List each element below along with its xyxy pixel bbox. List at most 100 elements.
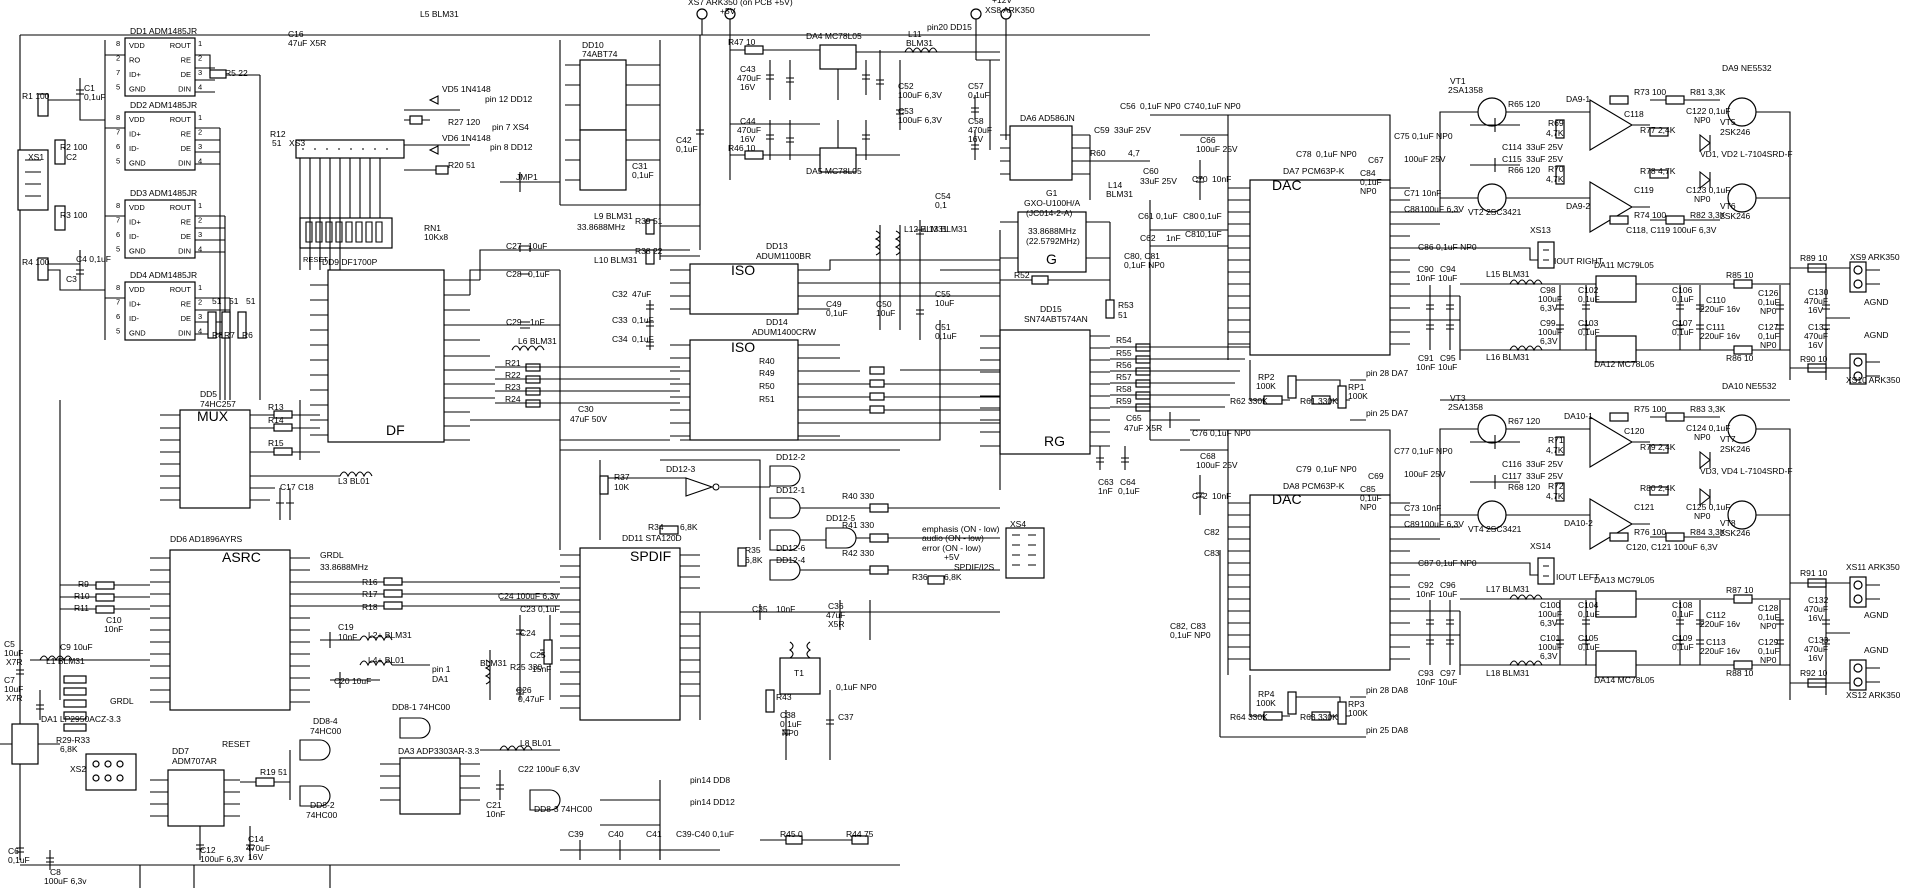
schematic-label: DD8-2 bbox=[310, 800, 335, 810]
regulators-right bbox=[1426, 261, 1880, 385]
schematic-label: 0,1uF bbox=[528, 269, 550, 279]
schematic-label: C32 bbox=[612, 289, 628, 299]
schematic-label: L11 bbox=[908, 29, 922, 39]
schematic-label: X5R bbox=[828, 619, 845, 629]
schematic-label: C57 bbox=[968, 81, 984, 91]
schematic-label: 0,1uF bbox=[1672, 294, 1694, 304]
schematic-label: C72 bbox=[1192, 491, 1208, 501]
oscillator-g1 bbox=[1000, 211, 1115, 319]
schematic-label: RESET bbox=[303, 255, 328, 264]
schematic-label: R47 10 bbox=[728, 37, 756, 47]
schematic-label: pin 25 DA8 bbox=[1366, 725, 1408, 735]
schematic-label: C90 bbox=[1418, 264, 1434, 274]
schematic-label: VT7 bbox=[1720, 434, 1736, 444]
schematic-label: 100K bbox=[1348, 391, 1368, 401]
pin-label: VDD bbox=[129, 203, 145, 212]
schematic-label: 0,1uF bbox=[1672, 327, 1694, 337]
schematic-label: 470uF bbox=[1804, 296, 1828, 306]
schematic-label: NP0 bbox=[1694, 511, 1711, 521]
chip-ref: DD3 ADM1485JR bbox=[130, 188, 197, 198]
pin-label: ID- bbox=[129, 314, 140, 323]
schematic-label: 33.8688MHz bbox=[320, 562, 368, 572]
schematic-label: C35 bbox=[752, 604, 768, 614]
schematic-label: 47uF X5R bbox=[1124, 423, 1162, 433]
schematic-label: R18 bbox=[362, 602, 378, 612]
schematic-label: DA10-2 bbox=[1564, 518, 1593, 528]
schematic-label: DA8 PCM63P-K bbox=[1283, 481, 1345, 491]
schematic-label: R16 bbox=[362, 577, 378, 587]
schematic-label: C78 bbox=[1296, 149, 1312, 159]
schematic-label: 0,1uF bbox=[1200, 211, 1222, 221]
schematic-label: C49 bbox=[826, 299, 842, 309]
schematic-label: R2 100 bbox=[60, 142, 88, 152]
schematic-label: (JC014-2-A) bbox=[1026, 208, 1072, 218]
schematic-label: DD11 STA120D bbox=[622, 533, 682, 543]
schematic-label: pin 28 DA8 bbox=[1366, 685, 1408, 695]
schematic-label: C54 bbox=[935, 191, 951, 201]
schematic-label: C99 bbox=[1540, 318, 1556, 328]
schematic-label: C52 bbox=[898, 81, 914, 91]
schematic-label: pin 8 DD12 bbox=[490, 142, 533, 152]
schematic-label: C53 bbox=[898, 106, 914, 116]
schematic-label: RG bbox=[1044, 433, 1065, 449]
schematic-label: XS10 ARK350 bbox=[1846, 375, 1901, 385]
schematic-label: C114 bbox=[1502, 142, 1522, 152]
pin-number: 1 bbox=[198, 39, 202, 48]
schematic-label: C4 0,1uF bbox=[76, 254, 111, 264]
schematic-label: R71 bbox=[1548, 435, 1564, 445]
schematic-label: 0,1uF bbox=[84, 92, 106, 102]
schematic-label: DD13 bbox=[766, 241, 788, 251]
schematic-label: C20 10uF bbox=[334, 676, 371, 686]
schematic-label: L9 BLM31 bbox=[594, 211, 633, 221]
schematic-label: C61 bbox=[1138, 211, 1154, 221]
schematic-label: 47uF bbox=[826, 610, 845, 620]
schematic-label: R90 10 bbox=[1800, 354, 1828, 364]
schematic-label: 0,1uF bbox=[780, 719, 802, 729]
schematic-label: C51 bbox=[935, 322, 951, 332]
schematic-label: C21 bbox=[486, 800, 502, 810]
schematic-label: R23 bbox=[505, 382, 521, 392]
schematic-label: ADM707AR bbox=[172, 756, 217, 766]
schematic-label: R37 bbox=[614, 472, 630, 482]
pin-label: GND bbox=[129, 247, 146, 256]
logic-gates-dd12 bbox=[599, 459, 1045, 585]
schematic-label: L13 BLM31 bbox=[924, 224, 968, 234]
schematic-label: 0,1uF bbox=[8, 855, 30, 865]
schematic-label: C124 0,1uF bbox=[1686, 423, 1730, 433]
schematic-label: 74HC00 bbox=[310, 726, 341, 736]
schematic-label: XS14 bbox=[1530, 541, 1551, 551]
schematic-label: R53 bbox=[1118, 300, 1134, 310]
schematic-label: 0,1uF NP0 bbox=[1200, 101, 1241, 111]
spdif-receiver-sta120 bbox=[484, 547, 1000, 760]
schematic-label: L4+ BL01 bbox=[368, 655, 405, 665]
schematic-label: VT6 bbox=[1720, 201, 1736, 211]
schematic-label: 0,1uF bbox=[1578, 294, 1600, 304]
schematic-label: C22 100uF 6,3V bbox=[518, 764, 580, 774]
schematic-label: C38 bbox=[780, 710, 796, 720]
schematic-label: R46 10 bbox=[728, 143, 756, 153]
reset-supervisor bbox=[16, 717, 900, 888]
schematic-label: C97 bbox=[1440, 668, 1456, 678]
schematic-label: 0,1uF NP0 bbox=[836, 682, 877, 692]
schematic-label: XS7 ARK350 (on PCB +5V) bbox=[688, 0, 793, 7]
pin-label: RE bbox=[181, 56, 191, 65]
schematic-label: R43 bbox=[776, 692, 792, 702]
schematic-label: 2SK246 bbox=[1720, 211, 1751, 221]
schematic-label: C120, C121 100uF 6,3V bbox=[1626, 542, 1718, 552]
schematic-label: C81 bbox=[1185, 229, 1201, 239]
schematic-label: X7R bbox=[6, 693, 23, 703]
schematic-label: C115 bbox=[1502, 154, 1522, 164]
schematic-label: DA11 MC79L05 bbox=[1594, 260, 1654, 270]
schematic-label: DA4 MC78L05 bbox=[806, 31, 862, 41]
schematic-label: DD7 bbox=[172, 746, 189, 756]
schematic-label: DA14 MC78L05 bbox=[1594, 675, 1655, 685]
mux-74hc257 bbox=[160, 400, 373, 520]
schematic-label: 220uF 16v bbox=[1700, 331, 1741, 341]
schematic-label: pin 7 XS4 bbox=[492, 122, 529, 132]
schematic-label: 470uF bbox=[737, 125, 761, 135]
pin-number: 5 bbox=[116, 83, 120, 92]
dac-left-pcm63 bbox=[1180, 429, 1555, 738]
schematic-label: 16V bbox=[1808, 613, 1823, 623]
schematic-label: R22 bbox=[505, 370, 521, 380]
